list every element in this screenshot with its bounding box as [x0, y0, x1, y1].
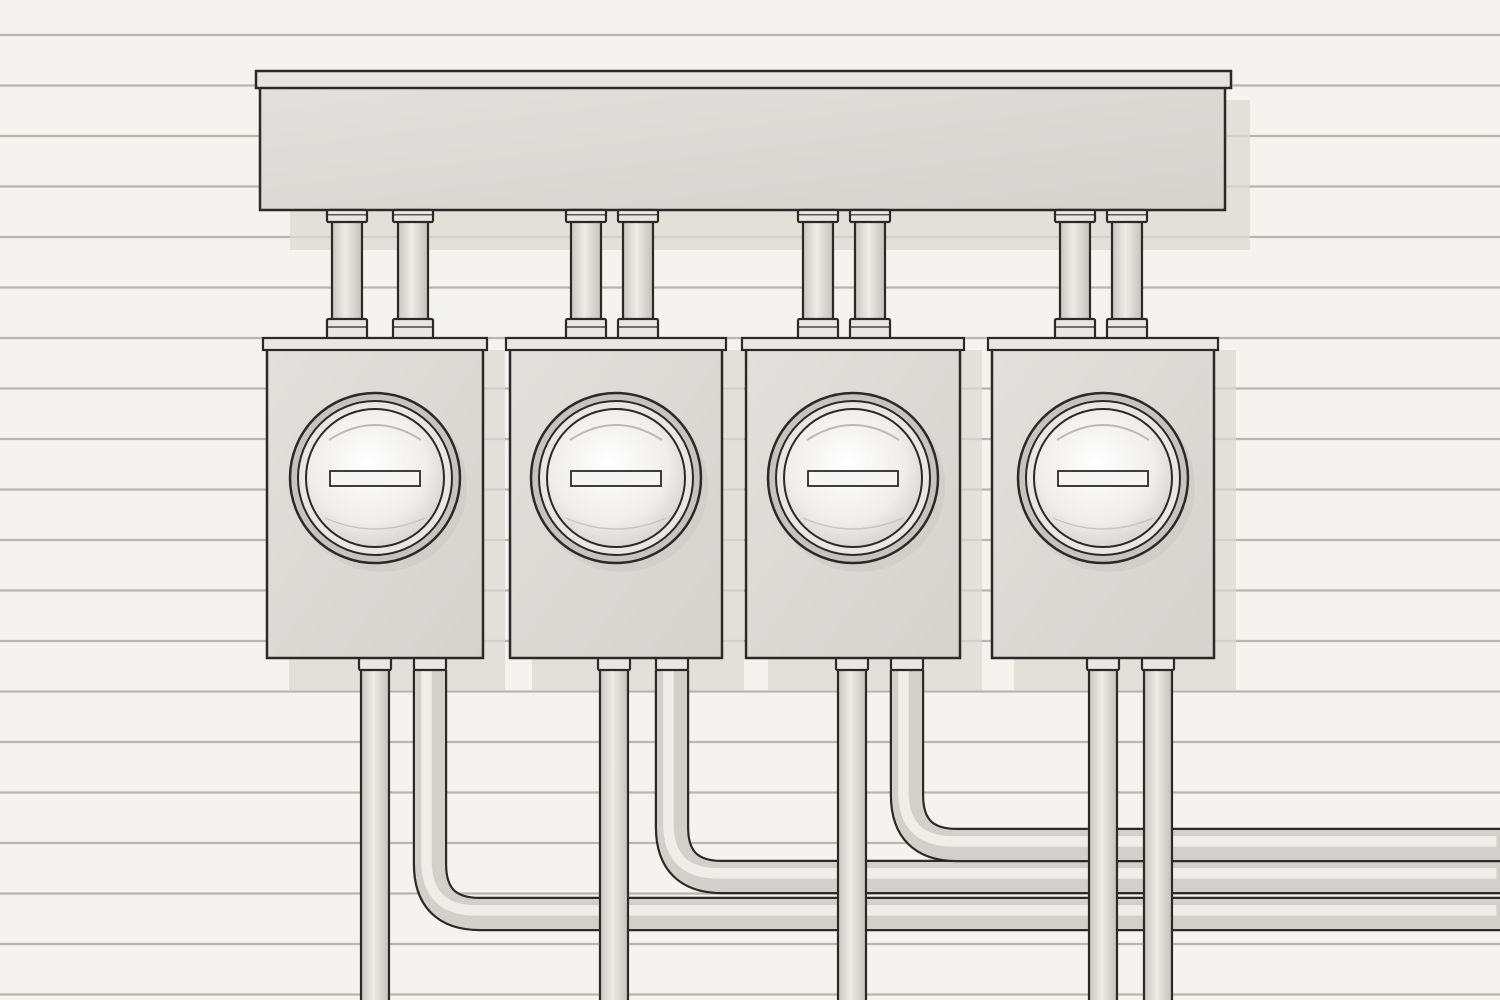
conduit-drop — [1142, 663, 1174, 1000]
top-box-coupling — [564, 317, 608, 341]
glass-highlight — [806, 424, 900, 441]
conduit-run-2 — [654, 666, 1500, 895]
meter-box-lid — [504, 336, 728, 352]
top-coupling — [848, 208, 892, 224]
conduit-drop — [1087, 663, 1119, 1000]
bottom-conduits — [357, 646, 1176, 1000]
meter-3 — [740, 336, 966, 660]
meter-1 — [261, 336, 489, 660]
top-conduit — [1110, 208, 1144, 327]
meter-4 — [986, 336, 1220, 660]
meter-display — [807, 470, 899, 487]
meter-display — [1057, 470, 1149, 487]
meter-2 — [504, 336, 728, 660]
meter-box-lid — [740, 336, 966, 352]
top-box-coupling — [1105, 317, 1149, 341]
top-box-coupling — [616, 317, 660, 341]
top-conduit — [330, 208, 364, 327]
top-conduit — [853, 208, 887, 327]
top-conduit — [801, 208, 835, 327]
top-coupling — [564, 208, 608, 224]
top-coupling — [1053, 208, 1097, 224]
top-conduits — [325, 208, 1149, 341]
top-coupling — [391, 208, 435, 224]
top-coupling — [616, 208, 660, 224]
meter-box-lid — [986, 336, 1220, 352]
top-box-coupling — [796, 317, 840, 341]
top-conduit — [1058, 208, 1092, 327]
conduit-drop — [598, 663, 630, 1000]
top-box-coupling — [1053, 317, 1097, 341]
conduit-drop — [359, 663, 391, 1000]
gutter-trough — [254, 69, 1233, 212]
glass-highlight — [1056, 424, 1150, 441]
conduit-run-1 — [412, 666, 1500, 932]
top-box-coupling — [325, 317, 369, 341]
horizontal-conduits — [412, 666, 1500, 932]
top-coupling — [325, 208, 369, 224]
top-box-coupling — [848, 317, 892, 341]
top-coupling — [1105, 208, 1149, 224]
top-conduit — [396, 208, 430, 327]
meter-box-lid — [261, 336, 489, 352]
top-box-coupling — [391, 317, 435, 341]
top-conduit — [621, 208, 655, 327]
top-conduit — [569, 208, 603, 327]
top-coupling — [796, 208, 840, 224]
conduit-drop — [836, 663, 868, 1000]
glass-highlight — [569, 424, 663, 441]
meter-row — [261, 336, 1220, 660]
meter-display — [570, 470, 662, 487]
glass-highlight — [328, 424, 422, 441]
conduit-run-3 — [889, 666, 1500, 863]
meter-display — [329, 470, 421, 487]
